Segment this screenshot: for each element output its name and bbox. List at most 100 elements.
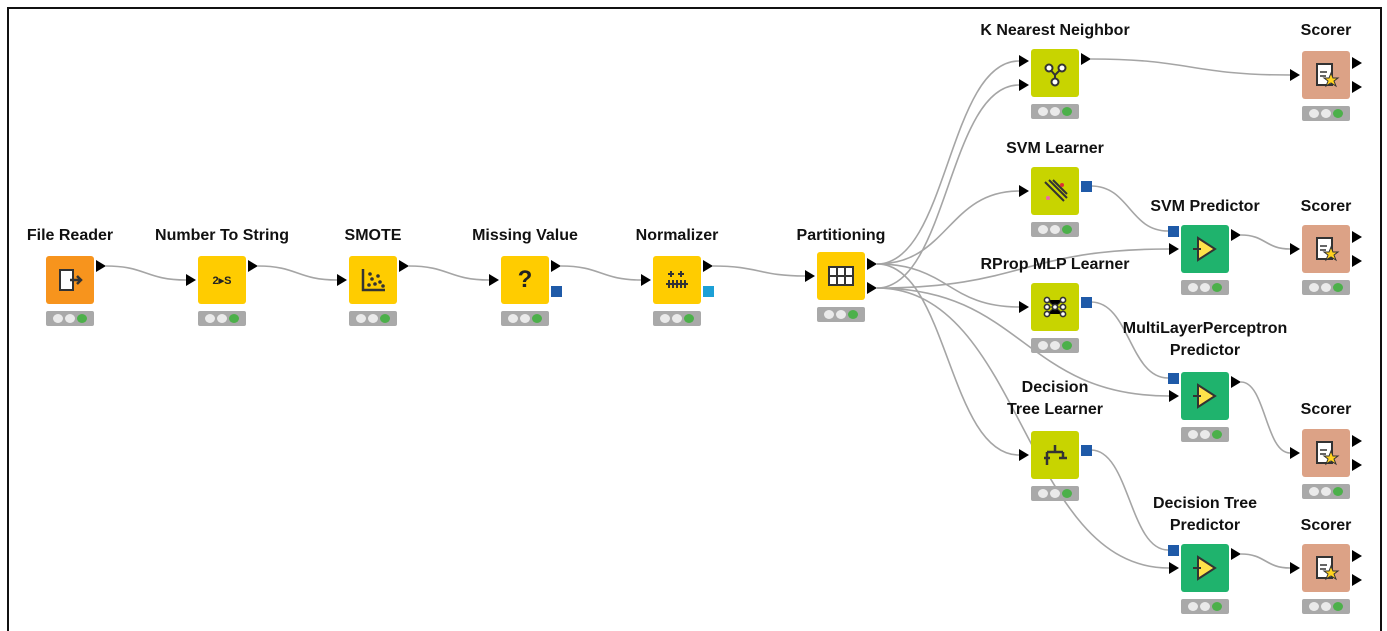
model-output-port[interactable]: [1081, 181, 1092, 192]
partition-grid-icon[interactable]: [817, 252, 865, 300]
scorer-icon[interactable]: [1302, 225, 1350, 273]
output-port[interactable]: [1352, 574, 1362, 586]
input-port[interactable]: [1169, 243, 1179, 255]
scorer-icon[interactable]: [1302, 544, 1350, 592]
input-port[interactable]: [1019, 185, 1029, 197]
input-port[interactable]: [1169, 562, 1179, 574]
status-light-off: [217, 314, 227, 323]
input-port[interactable]: [489, 274, 499, 286]
status-light-off: [672, 314, 682, 323]
input-port[interactable]: [641, 274, 651, 286]
output-port[interactable]: [248, 260, 258, 272]
connection-partitioning-to-knn[interactable]: [876, 84, 1020, 289]
connection-number-to-string-to-smote[interactable]: [257, 265, 338, 281]
input-port[interactable]: [1019, 55, 1029, 67]
neural-net-icon[interactable]: [1031, 283, 1079, 331]
traffic-light-status: [817, 307, 865, 322]
neighbor-graph-icon[interactable]: [1031, 49, 1079, 97]
traffic-light-status: [1302, 280, 1350, 295]
tree-learner-icon[interactable]: [1031, 431, 1079, 479]
output-port[interactable]: [399, 260, 409, 272]
output-port[interactable]: [1231, 548, 1241, 560]
output-port[interactable]: [703, 260, 713, 272]
model-input-port[interactable]: [1168, 545, 1179, 556]
connection-missing-value-to-normalizer[interactable]: [560, 265, 642, 281]
connection-partitioning-to-mlp-predictor[interactable]: [876, 287, 1170, 397]
predictor-triangle-icon[interactable]: [1181, 225, 1229, 273]
status-light-off: [368, 314, 378, 323]
traffic-light-status: [653, 311, 701, 326]
status-light-off: [1188, 602, 1198, 611]
model-output-port[interactable]: [1081, 445, 1092, 456]
output-port[interactable]: [1081, 53, 1091, 65]
input-port[interactable]: [1019, 301, 1029, 313]
connection-knn-to-scorer-knn[interactable]: [1090, 58, 1291, 76]
scorer-icon[interactable]: [1302, 429, 1350, 477]
connection-smote-to-missing-value[interactable]: [408, 265, 490, 281]
status-light-off: [1050, 107, 1060, 116]
output-port[interactable]: [867, 258, 877, 270]
input-port[interactable]: [186, 274, 196, 286]
connection-partitioning-to-decision-tree-predictor[interactable]: [876, 287, 1170, 569]
node-label: File Reader: [26, 227, 114, 244]
status-light-off: [1188, 283, 1198, 292]
file-reader-icon[interactable]: [46, 256, 94, 304]
output-port[interactable]: [1352, 231, 1362, 243]
input-port[interactable]: [805, 270, 815, 282]
scatter-dots-icon[interactable]: [349, 256, 397, 304]
traffic-light-status: [349, 311, 397, 326]
status-light-off: [1321, 283, 1331, 292]
number-to-string-icon[interactable]: 2▸S: [198, 256, 246, 304]
question-mark-icon[interactable]: ?: [501, 256, 549, 304]
normalize-icon[interactable]: [653, 256, 701, 304]
connection-mlp-predictor-to-scorer-mlp[interactable]: [1240, 381, 1291, 454]
connection-partitioning-to-rprop-mlp-learner[interactable]: [876, 263, 1020, 308]
input-port[interactable]: [1169, 390, 1179, 402]
output-port[interactable]: [1231, 376, 1241, 388]
connection-normalizer-to-partitioning[interactable]: [712, 265, 806, 277]
output-port[interactable]: [551, 260, 561, 272]
model-output-port[interactable]: [551, 286, 562, 297]
output-port[interactable]: [1352, 57, 1362, 69]
status-light-off: [1321, 602, 1331, 611]
connection-partitioning-to-svm-predictor[interactable]: [876, 248, 1170, 289]
predictor-triangle-icon[interactable]: [1181, 372, 1229, 420]
status-light-off: [836, 310, 846, 319]
connection-svm-learner-to-svm-predictor[interactable]: [1090, 185, 1169, 232]
connection-decision-tree-predictor-to-scorer-dt[interactable]: [1240, 553, 1291, 569]
connection-svm-predictor-to-scorer-svm[interactable]: [1240, 234, 1291, 250]
output-port[interactable]: [1231, 229, 1241, 241]
predictor-triangle-icon[interactable]: [1181, 544, 1229, 592]
scorer-icon[interactable]: [1302, 51, 1350, 99]
input-port[interactable]: [337, 274, 347, 286]
model-input-port[interactable]: [1168, 226, 1179, 237]
output-port[interactable]: [1352, 550, 1362, 562]
output-port[interactable]: [1352, 255, 1362, 267]
svm-lines-icon[interactable]: [1031, 167, 1079, 215]
input-port[interactable]: [1290, 243, 1300, 255]
connection-partitioning-to-svm-learner[interactable]: [876, 190, 1020, 265]
connection-rprop-mlp-learner-to-mlp-predictor[interactable]: [1090, 301, 1169, 379]
output-port[interactable]: [867, 282, 877, 294]
icon-glyph: ?: [517, 266, 533, 293]
input-port[interactable]: [1290, 562, 1300, 574]
status-light-off: [356, 314, 366, 323]
input-port[interactable]: [1290, 447, 1300, 459]
input-port[interactable]: [1290, 69, 1300, 81]
connection-file-reader-to-number-to-string[interactable]: [105, 265, 187, 281]
output-port[interactable]: [1352, 435, 1362, 447]
traffic-light-status: [1302, 484, 1350, 499]
connection-partitioning-to-knn[interactable]: [876, 60, 1020, 265]
status-light-off: [1309, 283, 1319, 292]
input-port[interactable]: [1019, 449, 1029, 461]
model-input-port[interactable]: [1168, 373, 1179, 384]
output-port[interactable]: [96, 260, 106, 272]
connection-decision-tree-learner-to-decision-tree-predictor[interactable]: [1090, 449, 1169, 551]
output-port[interactable]: [1352, 459, 1362, 471]
model-output-port[interactable]: [1081, 297, 1092, 308]
traffic-light-status: [501, 311, 549, 326]
model-output-port[interactable]: [703, 286, 714, 297]
input-port[interactable]: [1019, 79, 1029, 91]
output-port[interactable]: [1352, 81, 1362, 93]
connection-partitioning-to-decision-tree-learner[interactable]: [876, 263, 1020, 456]
